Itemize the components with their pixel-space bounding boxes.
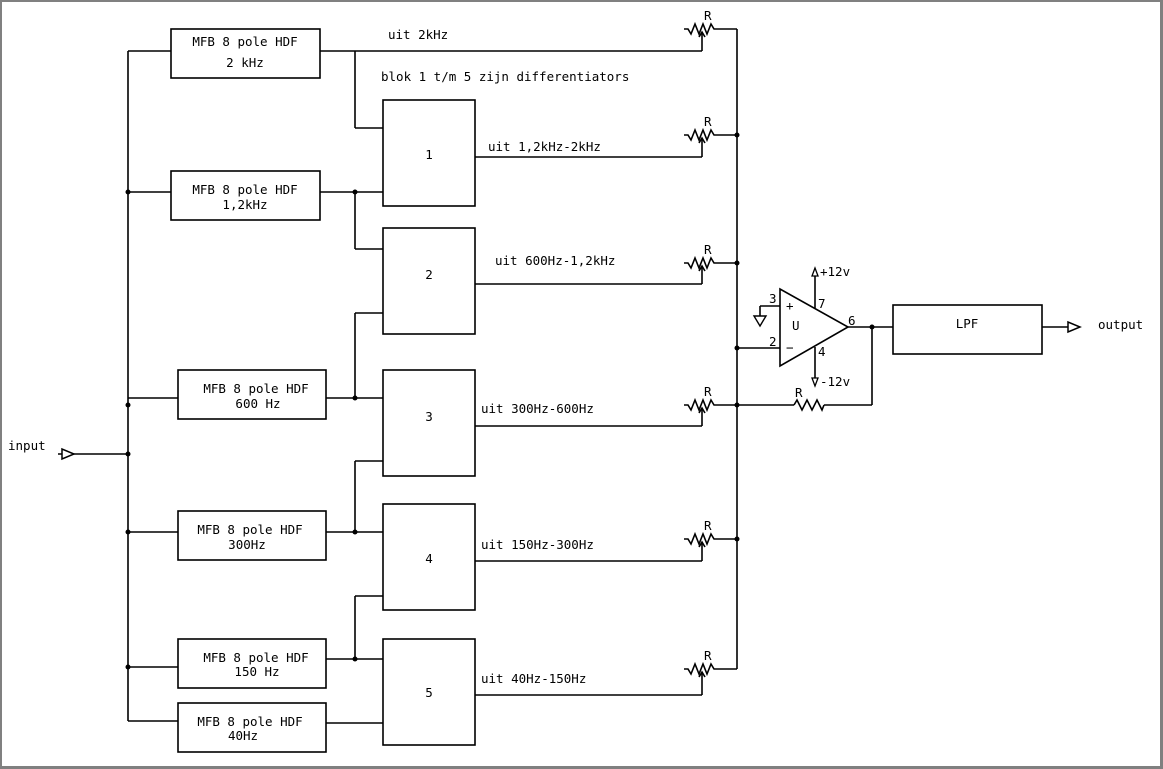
filter-frequency: 150 Hz xyxy=(234,664,279,679)
band-output-lines xyxy=(475,156,702,696)
input-label: input xyxy=(8,438,46,453)
filter-frequency: 40Hz xyxy=(228,728,258,743)
potentiometer-label: R xyxy=(704,518,712,533)
opamp-minus: − xyxy=(786,340,794,355)
output-label-2khz: uit 2kHz xyxy=(388,27,448,42)
block-number: 5 xyxy=(425,685,433,700)
potentiometer: R xyxy=(684,114,737,157)
output-label: output xyxy=(1098,317,1143,332)
feedback-resistor-label: R xyxy=(795,385,803,400)
filter-2khz: MFB 8 pole HDF 2 kHz xyxy=(170,28,321,79)
output-arrow-icon xyxy=(1067,320,1082,334)
filter-title: MFB 8 pole HDF xyxy=(197,522,302,537)
filter-frequency: 300Hz xyxy=(228,537,266,552)
filter-title: MFB 8 pole HDF xyxy=(192,34,297,49)
potentiometer-label: R xyxy=(704,114,712,129)
potentiometers: R R R R R R xyxy=(684,8,737,695)
block-number: 2 xyxy=(425,267,433,282)
output-label-150hz-300hz: uit 150Hz-300Hz xyxy=(481,537,594,552)
potentiometer-label: R xyxy=(704,648,712,663)
supply-negative-icon xyxy=(811,377,819,388)
block-3: 3 xyxy=(382,369,476,477)
block-2: 2 xyxy=(382,227,476,335)
potentiometer: R xyxy=(684,242,737,284)
differentiator-note: blok 1 t/m 5 zijn differentiators xyxy=(381,69,629,84)
opamp-label: U xyxy=(792,318,800,333)
potentiometer: R xyxy=(684,648,737,695)
wiper-arrow-icon xyxy=(698,540,706,548)
output-label-40hz-150hz: uit 40Hz-150Hz xyxy=(481,671,586,686)
output-label-600hz-1-2khz: uit 600Hz-1,2kHz xyxy=(495,253,615,268)
potentiometer: R xyxy=(684,518,737,561)
filter-title: MFB 8 pole HDF xyxy=(197,714,302,729)
wiper-arrow-icon xyxy=(698,264,706,272)
block-5: 5 xyxy=(382,638,476,746)
input-port: input xyxy=(8,438,128,461)
potentiometer-label: R xyxy=(704,8,712,23)
potentiometer-label: R xyxy=(704,242,712,257)
filter-title: MFB 8 pole HDF xyxy=(203,650,308,665)
opamp: U + − 3 2 7 4 6 +12v -12v R xyxy=(737,264,893,412)
opamp-pin-2: 2 xyxy=(769,334,777,349)
opamp-pin-3: 3 xyxy=(769,291,777,306)
filter-150hz: MFB 8 pole HDF 150 Hz xyxy=(177,638,327,689)
filter-to-block-wiring xyxy=(320,50,702,724)
opamp-pin-4: 4 xyxy=(818,344,826,359)
wiper-arrow-icon xyxy=(698,30,706,38)
block-4: 4 xyxy=(382,503,476,611)
block-number: 1 xyxy=(425,147,433,162)
filter-frequency: 1,2kHz xyxy=(222,197,267,212)
output-label-300hz-600hz: uit 300Hz-600Hz xyxy=(481,401,594,416)
filter-40hz: MFB 8 pole HDF 40Hz xyxy=(177,702,327,753)
filter-frequency: 2 kHz xyxy=(226,55,264,70)
filter-300hz: MFB 8 pole HDF 300Hz xyxy=(177,510,327,561)
filter-1-2khz: MFB 8 pole HDF 1,2kHz xyxy=(170,170,321,221)
potentiometer: R xyxy=(684,384,737,426)
filter-600hz: MFB 8 pole HDF 600 Hz xyxy=(177,369,327,420)
supply-positive-icon xyxy=(811,266,819,277)
lpf-label: LPF xyxy=(956,316,979,331)
opamp-plus: + xyxy=(786,298,794,313)
filter-title: MFB 8 pole HDF xyxy=(192,182,297,197)
supply-negative-label: -12v xyxy=(820,374,850,389)
block-number: 4 xyxy=(425,551,433,566)
block-number: 3 xyxy=(425,409,433,424)
potentiometer-label: R xyxy=(704,384,712,399)
ground-icon xyxy=(752,315,768,328)
output-label-1-2khz-2khz: uit 1,2kHz-2kHz xyxy=(488,139,601,154)
summing-bus xyxy=(734,29,780,669)
wiper-arrow-icon xyxy=(698,136,706,144)
opamp-pin-7: 7 xyxy=(818,296,826,311)
opamp-pin-6: 6 xyxy=(848,313,856,328)
block-1: 1 xyxy=(382,99,476,207)
input-arrow-icon xyxy=(61,447,76,461)
supply-positive-label: +12v xyxy=(820,264,850,279)
lpf-block: LPF output xyxy=(892,304,1143,355)
potentiometer: R xyxy=(684,8,737,51)
filter-frequency: 600 Hz xyxy=(235,396,280,411)
filter-title: MFB 8 pole HDF xyxy=(203,381,308,396)
feedback-resistor xyxy=(793,398,825,412)
input-bus xyxy=(125,50,178,722)
wiper-arrow-icon xyxy=(698,670,706,678)
wiper-arrow-icon xyxy=(698,406,706,414)
